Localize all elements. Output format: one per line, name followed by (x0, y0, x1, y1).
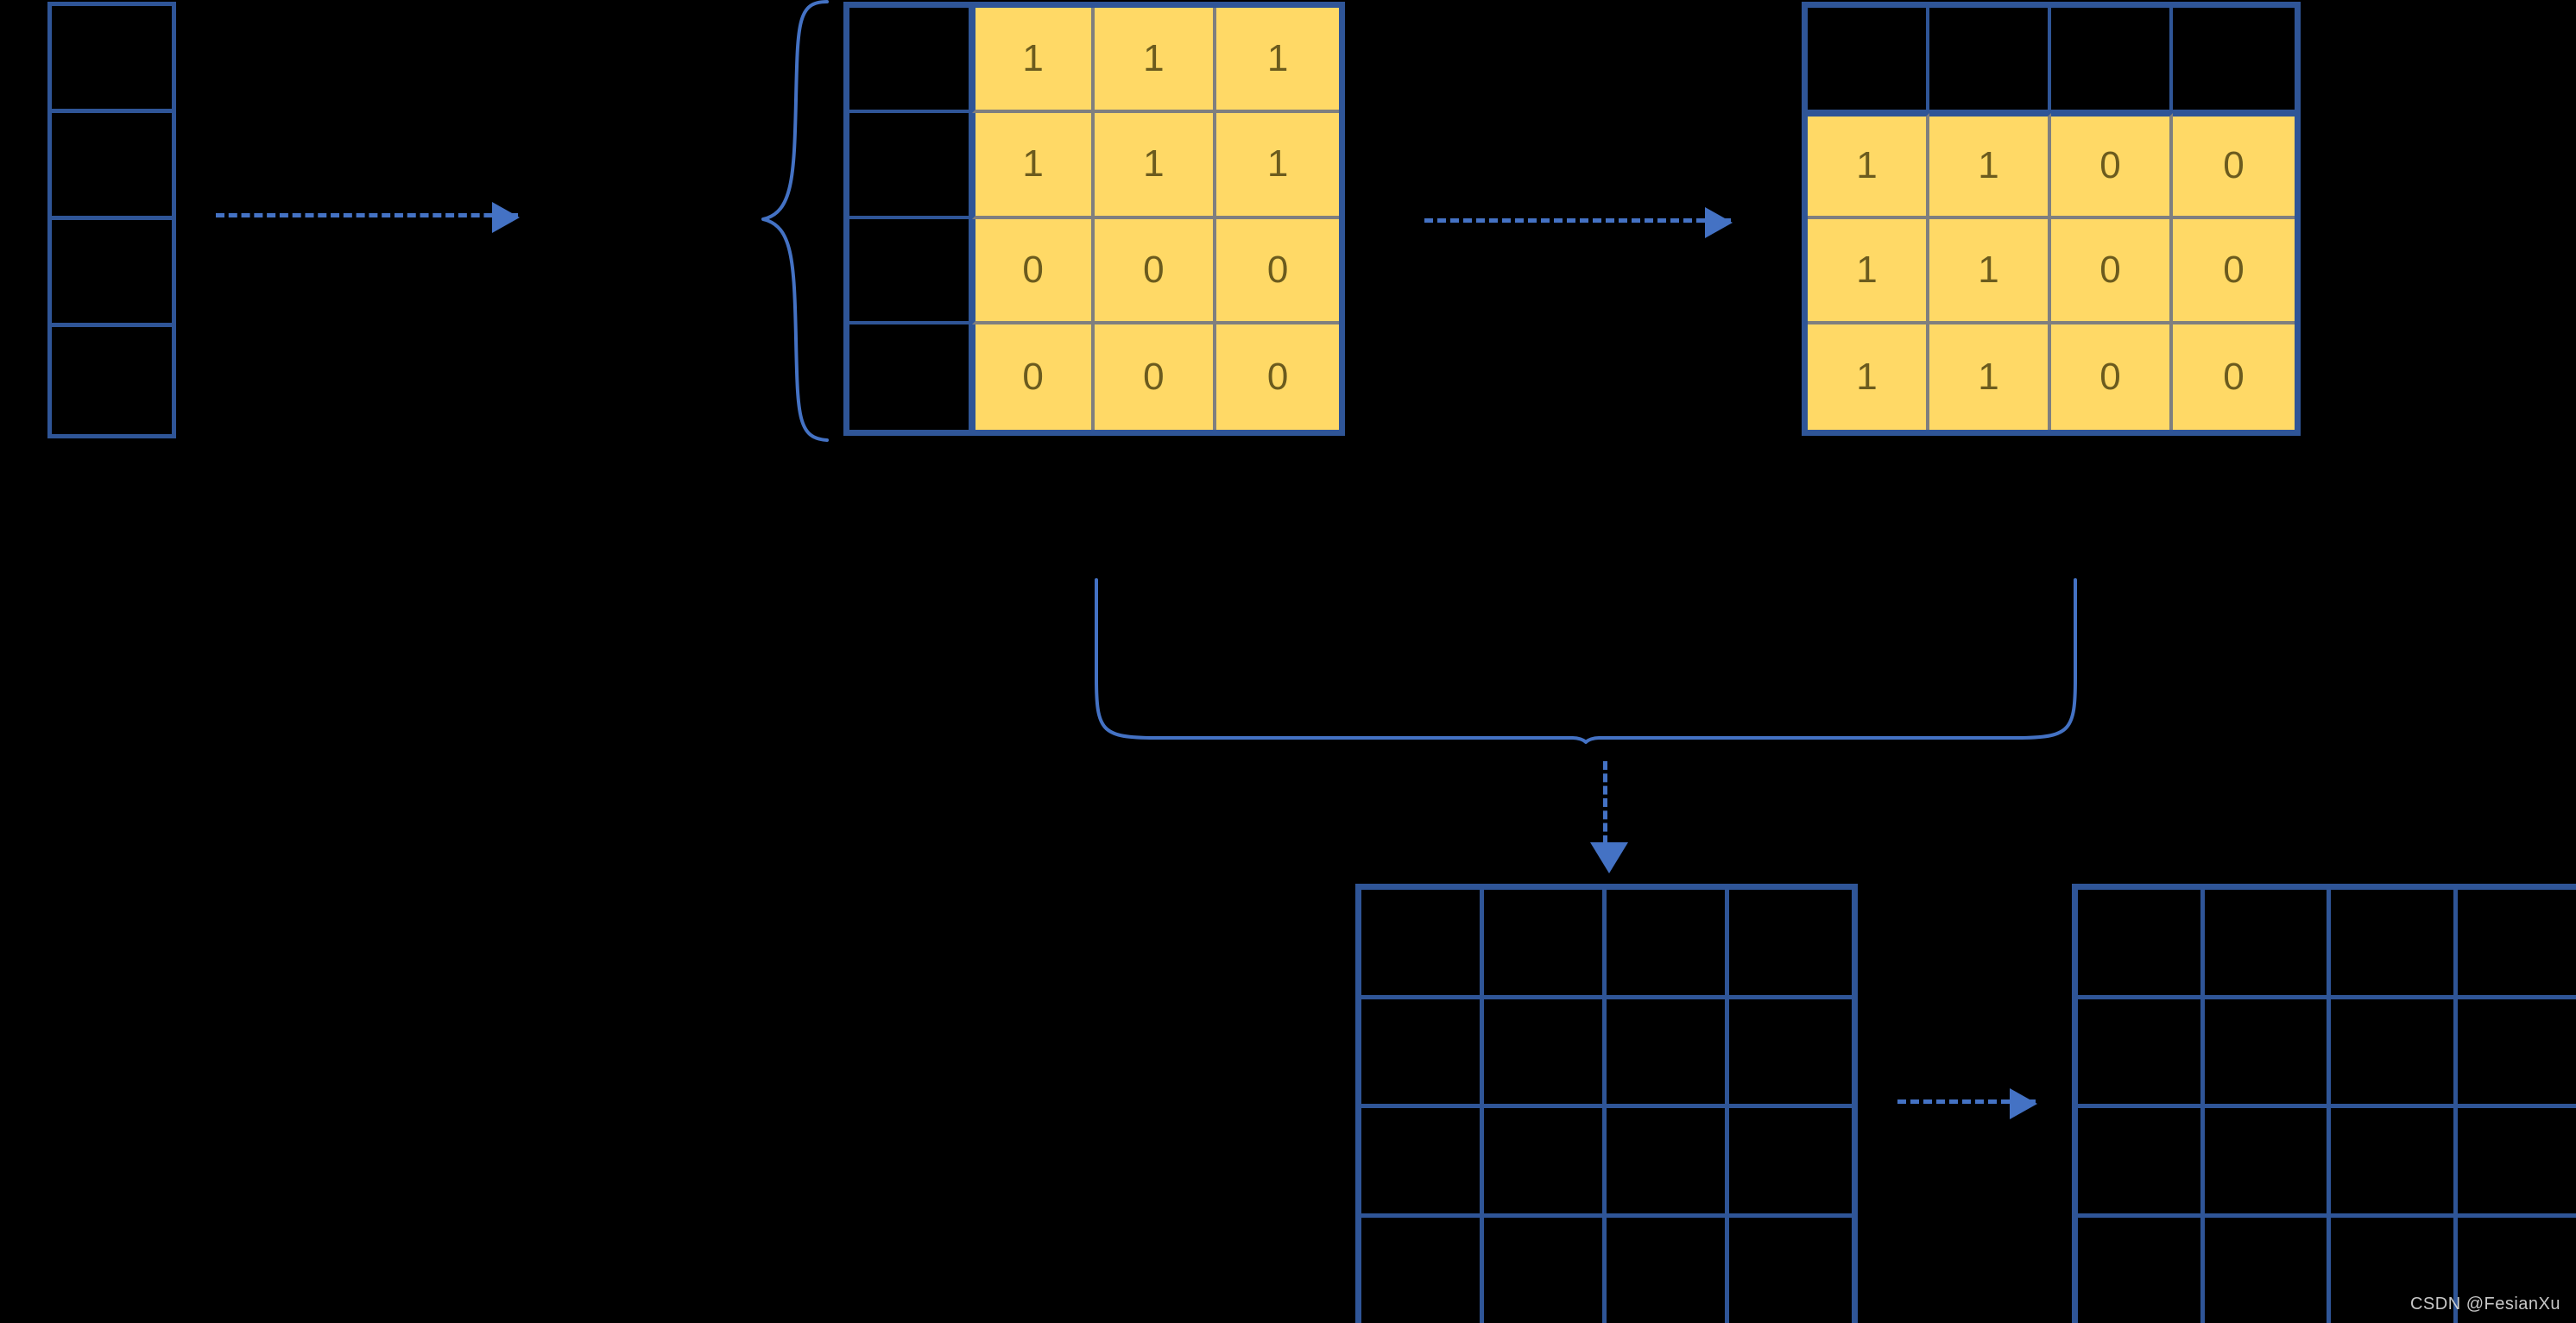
grid-cell: 1 (1094, 8, 1217, 114)
grid-cell (1361, 1217, 1484, 1323)
grid-cell (849, 113, 972, 219)
grid-cell (1484, 999, 1607, 1108)
grid-cell (2078, 890, 2205, 999)
grid-cell: 0 (1094, 218, 1217, 324)
grid-cell (1361, 1108, 1484, 1218)
grid-cell: 0 (1094, 324, 1217, 430)
arrowhead-icon (1705, 207, 1733, 238)
grid-cell (2078, 999, 2205, 1108)
grid-cell: 1 (1929, 113, 2051, 219)
grid-cell (2204, 890, 2331, 999)
grid-cell: 1 (1808, 113, 1929, 219)
grid-cell: 1 (1808, 218, 1929, 324)
grid-cell (1729, 1217, 1852, 1323)
grid-cell (1607, 1108, 1729, 1218)
grid-cell (1729, 999, 1852, 1108)
result-grid (2072, 884, 2576, 1323)
grid-cell: 0 (971, 324, 1095, 430)
arrow-mask-to-transposed (1424, 207, 1733, 238)
watermark-label: CSDN @FesianXu (2409, 1295, 2560, 1314)
grid-cell (2457, 1108, 2576, 1218)
grid-cell (52, 113, 172, 220)
grid-cell (2331, 890, 2458, 999)
grid-cell (2078, 1217, 2205, 1323)
grid-cell: 0 (1216, 218, 1339, 324)
grid-cell (1808, 8, 1929, 114)
input-column-vector (47, 2, 176, 438)
brace-left-of-mask (758, 0, 832, 445)
grid-cell (2173, 8, 2295, 114)
grid-cell (52, 6, 172, 113)
grid-cell (1729, 1108, 1852, 1218)
grid-cell (849, 324, 972, 430)
grid-cell (2331, 1217, 2458, 1323)
arrowhead-icon (2010, 1088, 2037, 1119)
grid-cell: 1 (971, 8, 1095, 114)
grid-cell (1607, 890, 1729, 999)
grid-cell: 1 (1929, 324, 2051, 430)
grid-cell (2457, 1217, 2576, 1323)
grid-cell: 1 (1216, 113, 1339, 219)
grid-cell (1484, 890, 1607, 999)
grid-cell: 0 (2051, 113, 2173, 219)
grid-cell (2204, 1108, 2331, 1218)
grid-cell: 0 (2051, 324, 2173, 430)
grid-cell (2331, 999, 2458, 1108)
grid-cell (52, 327, 172, 434)
grid-cell (1361, 999, 1484, 1108)
brace-under-matrices (1089, 575, 2082, 747)
grid-cell (1484, 1217, 1607, 1323)
grid-cell: 0 (1216, 324, 1339, 430)
grid-cell (2051, 8, 2173, 114)
grid-cell (1361, 890, 1484, 999)
grid-cell (849, 218, 972, 324)
combined-mask-grid (1355, 884, 1858, 1323)
arrow-brace-to-output (1590, 761, 1628, 873)
grid-cell: 1 (1929, 218, 2051, 324)
grid-cell (1607, 1217, 1729, 1323)
grid-cell (2457, 890, 2576, 999)
grid-cell: 0 (2173, 113, 2295, 219)
grid-cell (1607, 999, 1729, 1108)
grid-cell (2078, 1108, 2205, 1218)
grid-cell (1484, 1108, 1607, 1218)
grid-cell (1929, 8, 2051, 114)
grid-cell: 0 (2051, 218, 2173, 324)
grid-cell: 0 (971, 218, 1095, 324)
arrowhead-icon (492, 202, 520, 233)
grid-cell (2331, 1108, 2458, 1218)
grid-cell (2204, 999, 2331, 1108)
grid-cell (2457, 999, 2576, 1108)
grid-cell (849, 8, 972, 114)
arrow-output-left-to-right (1897, 1088, 2037, 1119)
grid-cell: 1 (1094, 113, 1217, 219)
grid-cell: 1 (1216, 8, 1339, 114)
grid-cell: 0 (2173, 324, 2295, 430)
grid-cell: 1 (971, 113, 1095, 219)
grid-cell: 1 (1808, 324, 1929, 430)
grid-cell (52, 220, 172, 327)
arrow-input-to-mask (216, 202, 520, 233)
grid-cell (2204, 1217, 2331, 1323)
arrowhead-icon (1590, 842, 1628, 873)
grid-cell: 0 (2173, 218, 2295, 324)
grid-cell (1729, 890, 1852, 999)
